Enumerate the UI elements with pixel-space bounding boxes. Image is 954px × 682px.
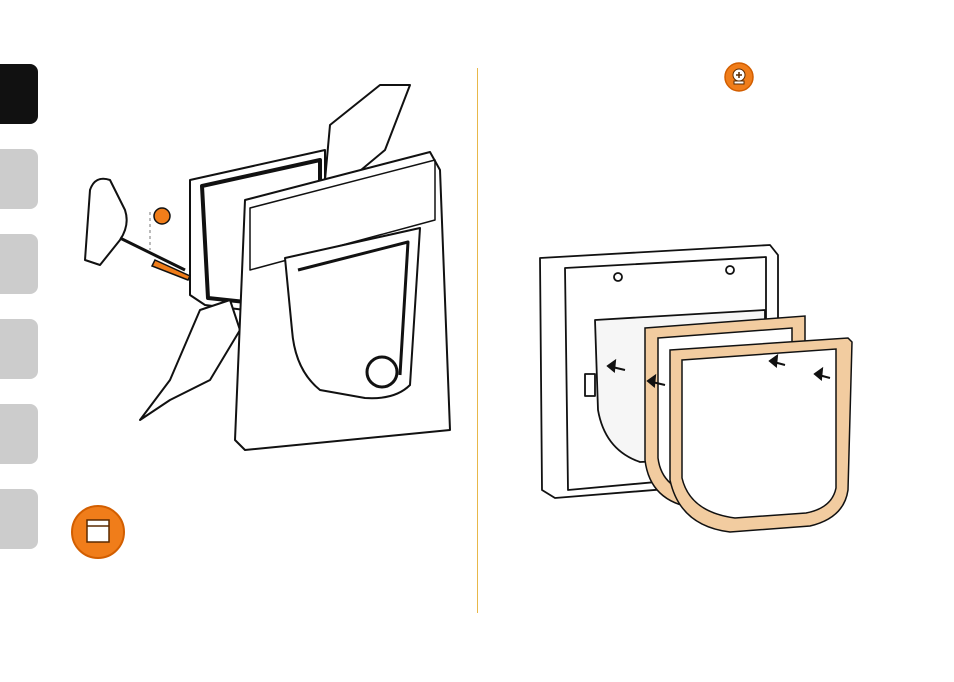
window-frame-icon xyxy=(70,504,126,560)
nav-tab-4[interactable] xyxy=(0,319,38,379)
nav-tab-1[interactable] xyxy=(0,64,38,124)
nav-tab-2[interactable] xyxy=(0,149,38,209)
add-tool-icon xyxy=(724,62,754,92)
nav-tab-3[interactable] xyxy=(0,234,38,294)
column-divider xyxy=(477,68,478,613)
nav-tab-6[interactable] xyxy=(0,489,38,549)
installation-illustration xyxy=(80,80,470,460)
tunnel-extension-illustration xyxy=(530,240,870,540)
nav-tab-5[interactable] xyxy=(0,404,38,464)
